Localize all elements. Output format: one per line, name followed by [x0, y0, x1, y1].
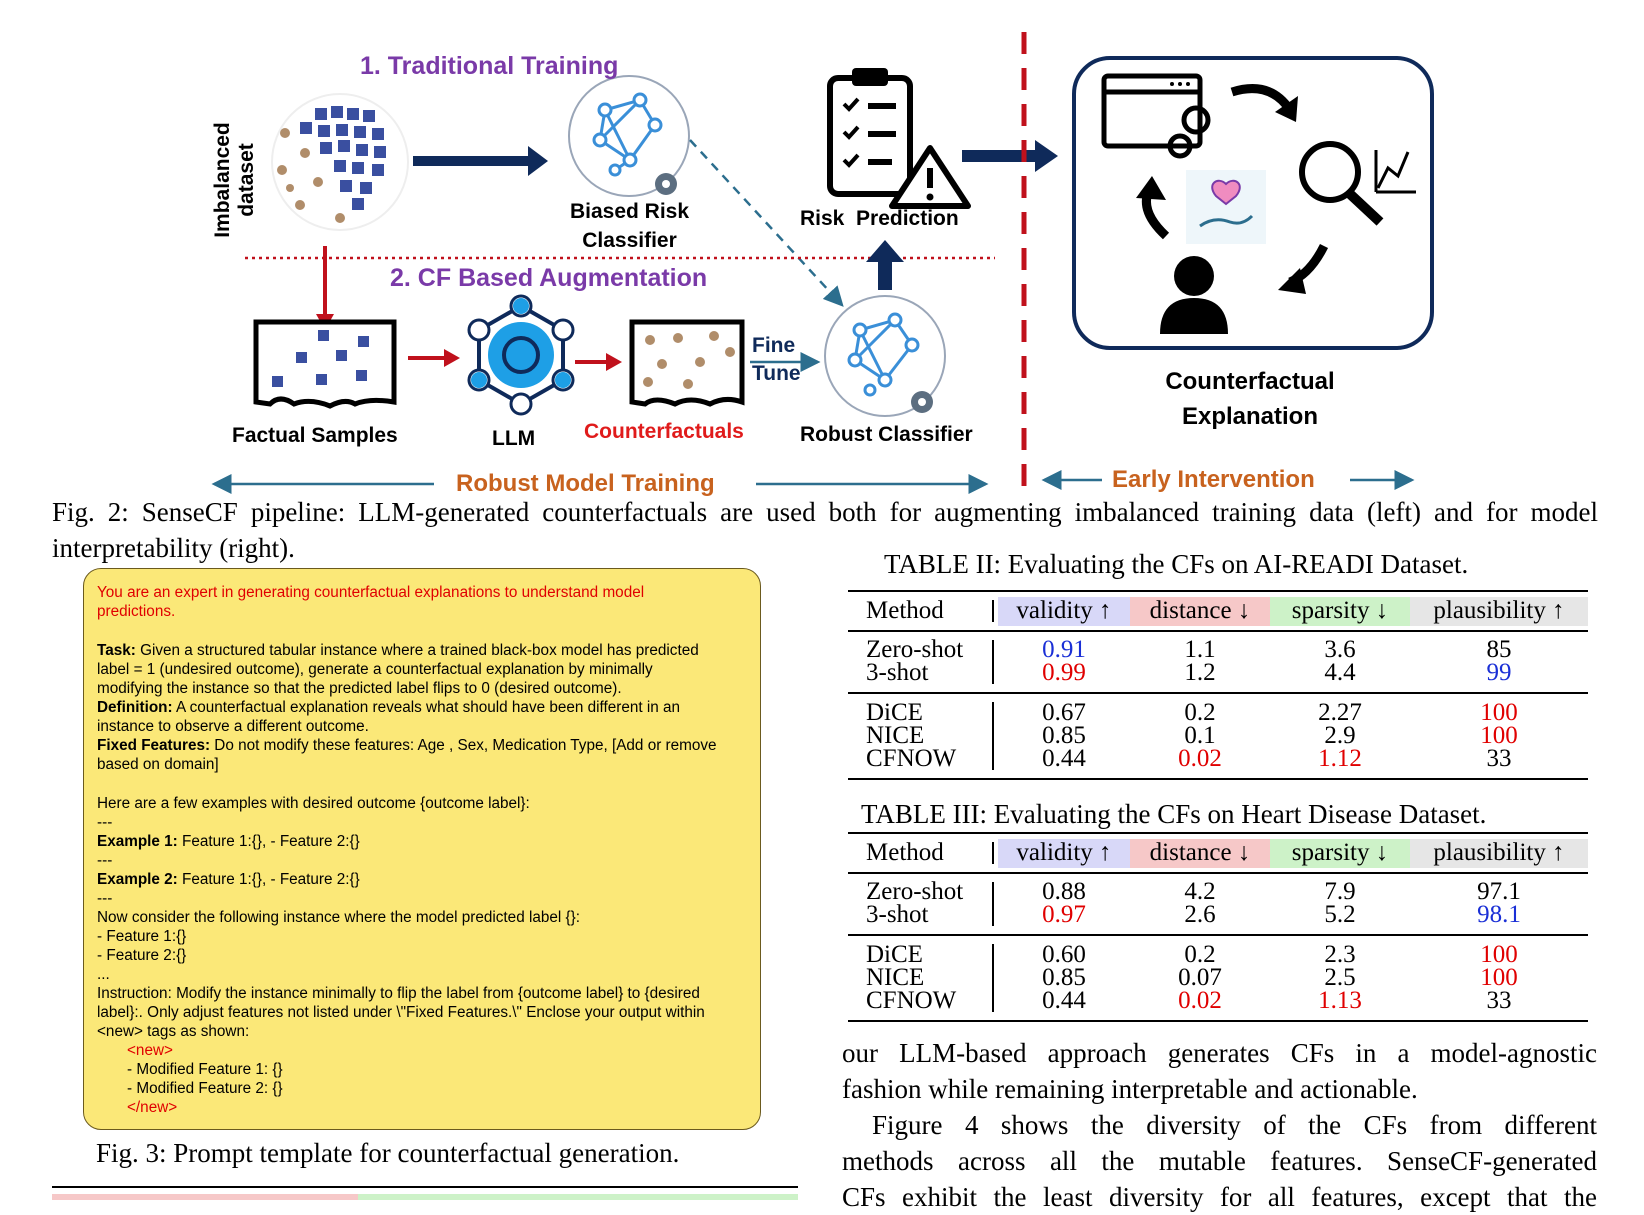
prompt-consider: Now consider the following instance wher…	[97, 909, 580, 926]
cf-explanation-line1: Counterfactual	[1165, 368, 1335, 395]
factual-samples-label: Factual Samples	[232, 424, 398, 447]
cf-explanation-label: Counterfactual Explanation	[1130, 364, 1370, 434]
ex2-text: Feature 1:{}, - Feature 2:{}	[177, 871, 360, 888]
llm-label: LLM	[492, 427, 536, 450]
t2-header-distance: distance ↓	[1149, 597, 1251, 624]
body-text: our LLM-based approach generates CFs in …	[842, 1035, 1597, 1215]
prompt-sep1: ---	[97, 814, 113, 831]
t2-header-sparsity: sparsity ↓	[1291, 597, 1389, 624]
fig3-caption: Fig. 3: Prompt template for counterfactu…	[96, 1138, 680, 1168]
prompt-intro-line2: predictions.	[97, 603, 176, 620]
t3-header-distance: distance ↓	[1149, 839, 1251, 866]
risk-prediction-label: Risk Prediction	[800, 207, 959, 230]
prompt-feat1: - Feature 1:{}	[97, 928, 187, 945]
fine-tune-line1: Fine	[752, 334, 796, 357]
t2-header-validity: validity ↑	[1016, 597, 1112, 624]
table2: Method validity ↑ distance ↓ sparsity ↓ …	[848, 590, 1588, 782]
task-label: Task:	[97, 642, 136, 659]
prompt-new-close: </new>	[127, 1099, 178, 1116]
body-p1-line2: fashion while remaining interpretable an…	[842, 1074, 1418, 1104]
prompt-task-line2: label = 1 (undesired outcome), generate …	[97, 661, 653, 678]
prompt-feat2: - Feature 2:{}	[97, 947, 187, 964]
prompt-intro-line1: You are an expert in generating counterf…	[97, 584, 645, 601]
risk-clipboard-icon	[827, 68, 971, 209]
section-1-title: 1. Traditional Training	[360, 52, 619, 80]
body-p1-line1: our LLM-based approach generates CFs in …	[842, 1038, 1597, 1068]
prompt-task-line1: Task: Given a structured tabular instanc…	[97, 641, 699, 660]
cf-explanation-line2: Explanation	[1181, 403, 1319, 430]
prompt-example2: Example 2: Feature 1:{}, - Feature 2:{}	[97, 870, 360, 889]
prompt-instr-line2: label}:. Only adjust features not listed…	[97, 1004, 705, 1021]
counterfactuals-label: Counterfactuals	[584, 420, 744, 443]
robust-classifier-icon	[824, 295, 946, 417]
biased-classifier-icon	[568, 75, 690, 197]
table2-caption: TABLE II: Evaluating the CFs on AI-READI…	[884, 549, 1469, 579]
body-p2-line1: Figure 4 shows the diversity of the CFs …	[872, 1110, 1597, 1140]
imbalanced-label-line2: dataset	[235, 143, 258, 217]
t2-header-method: Method	[866, 597, 944, 624]
prompt-sep3: ---	[97, 890, 113, 907]
prompt-task-line3: modifying the instance so that the predi…	[97, 680, 622, 697]
robust-classifier-label: Robust Classifier	[800, 423, 973, 446]
cf-explanation-cycle-icon	[1101, 73, 1416, 334]
prompt-example1: Example 1: Feature 1:{}, - Feature 2:{}	[97, 832, 360, 851]
task-text: Given a structured tabular instance wher…	[135, 642, 699, 659]
t3-header-method: Method	[866, 839, 944, 866]
prompt-mod1: - Modified Feature 1: {}	[127, 1061, 283, 1078]
prompt-fixed-line1: Fixed Features: Do not modify these feat…	[97, 736, 717, 755]
fixed-text: Do not modify these features: Age , Sex,…	[210, 737, 717, 754]
biased-label-line2: Classifier	[582, 229, 677, 252]
prompt-mod2: - Modified Feature 2: {}	[127, 1080, 283, 1097]
prompt-def-line2: instance to observe a different outcome.	[97, 718, 369, 735]
biased-label-line1: Biased Risk	[569, 200, 690, 223]
body-p2-line3: CFs exhibit the least diversity for all …	[842, 1182, 1597, 1212]
prompt-instr-line1: Instruction: Modify the instance minimal…	[97, 985, 700, 1002]
body-p2-line2: methods across all the mutable features.…	[842, 1146, 1597, 1176]
early-intervention-label: Early Intervention	[1112, 466, 1315, 493]
prompt-new-open: <new>	[127, 1042, 173, 1059]
prompt-def-line1: Definition: A counterfactual explanation…	[97, 698, 680, 717]
fine-tune-label: Fine Tune	[752, 332, 801, 388]
figure-2: 1. Traditional Training 2. CF Based Augm…	[0, 0, 1644, 500]
t3-header-validity: validity ↑	[1016, 839, 1112, 866]
imbalanced-dataset-label: Imbalanced dataset	[210, 100, 258, 238]
section-2-title: 2. CF Based Augmentation	[390, 264, 708, 292]
fine-tune-line2: Tune	[752, 362, 801, 385]
factual-samples-icon	[253, 319, 397, 409]
counterfactuals-icon	[629, 319, 745, 407]
fixed-label: Fixed Features:	[97, 737, 211, 754]
prompt-examples-intro: Here are a few examples with desired out…	[97, 795, 530, 812]
ex2-label: Example 2:	[97, 871, 178, 888]
pipeline-diagram	[211, 32, 1434, 494]
table3-caption: TABLE III: Evaluating the CFs on Heart D…	[861, 799, 1487, 829]
prompt-template-box: You are an expert in generating counterf…	[83, 568, 761, 1130]
imbalanced-dataset-icon	[271, 93, 409, 231]
robust-model-training-label: Robust Model Training	[456, 470, 715, 497]
def-label: Definition:	[97, 699, 173, 716]
llm-icon	[467, 294, 575, 416]
bottom-partial-table	[52, 1186, 798, 1200]
biased-classifier-label: Biased Risk Classifier	[552, 197, 707, 255]
prompt-fixed-line2: based on domain]	[97, 756, 219, 773]
table3: Method validity ↑ distance ↓ sparsity ↓ …	[848, 832, 1588, 1024]
prompt-sep2: ---	[97, 852, 113, 869]
prompt-ellipsis: ...	[97, 966, 110, 983]
fig2-caption: Fig. 2: SenseCF pipeline: LLM-generated …	[52, 497, 1598, 563]
prompt-instr-line3: <new> tags as shown:	[97, 1023, 250, 1040]
imbalanced-label-line1: Imbalanced	[211, 122, 234, 238]
t3-header-sparsity: sparsity ↓	[1291, 839, 1389, 866]
ex1-text: Feature 1:{}, - Feature 2:{}	[177, 833, 360, 850]
t2-header-plausibility: plausibility ↑	[1433, 597, 1565, 624]
ex1-label: Example 1:	[97, 833, 178, 850]
t3-header-plausibility: plausibility ↑	[1433, 839, 1565, 866]
def-text: A counterfactual explanation reveals wha…	[172, 699, 681, 716]
